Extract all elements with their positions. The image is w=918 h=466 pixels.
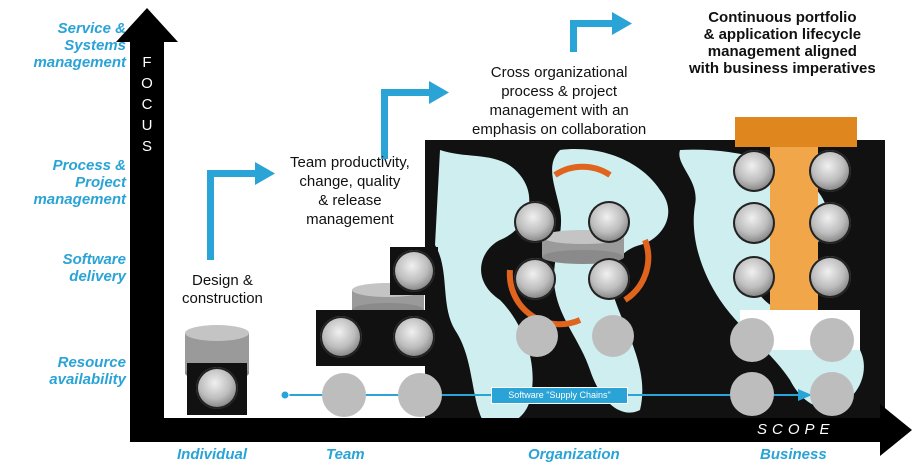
business-avatar <box>733 202 775 244</box>
focus-axis <box>116 8 178 440</box>
business-avatar <box>733 256 775 298</box>
focus-axis-title: FOCUS <box>141 54 153 155</box>
stage-organization: Cross organizational process & project m… <box>472 64 647 147</box>
scope-axis-title: SCOPE <box>757 421 835 438</box>
team-avatar <box>393 316 435 358</box>
business-avatar <box>809 202 851 244</box>
step-arrow-2 <box>381 81 449 159</box>
team-avatar <box>320 316 362 358</box>
step-arrow-3 <box>570 12 632 52</box>
x-level-organization: Organization <box>528 446 620 463</box>
x-level-team: Team <box>326 446 365 463</box>
team-avatar <box>393 250 435 292</box>
team-resource-node <box>322 373 366 417</box>
stage-team: Team productivity, change, quality & rel… <box>290 154 410 228</box>
organization-avatar <box>588 258 630 300</box>
business-avatar <box>809 150 851 192</box>
organization-resource-node <box>592 315 634 357</box>
business-resource-node <box>730 318 774 362</box>
team-resource-node <box>398 373 442 417</box>
organization-avatar <box>514 201 556 243</box>
business-avatar <box>809 256 851 298</box>
sync-cycle-arrows <box>506 163 652 328</box>
business-resource-node <box>810 318 854 362</box>
x-level-individual: Individual <box>177 446 248 463</box>
y-level-software-delivery: Software delivery <box>62 251 126 285</box>
stage-individual: Design & construction <box>182 272 263 307</box>
x-level-business: Business <box>760 446 827 463</box>
individual-avatar <box>196 367 238 409</box>
step-arrow-1 <box>207 162 275 260</box>
scope-axis <box>130 404 912 456</box>
supply-chain-label: Software "Supply Chains" <box>491 387 628 404</box>
organization-avatar <box>588 201 630 243</box>
business-resource-node <box>730 372 774 416</box>
y-level-service-systems: Service & Systems management <box>33 20 126 71</box>
organization-avatar <box>514 258 556 300</box>
stage-business: Continuous portfolio & application lifec… <box>689 9 876 77</box>
organization-resource-node <box>516 315 558 357</box>
business-avatar <box>733 150 775 192</box>
business-resource-node <box>810 372 854 416</box>
y-level-resource-availability: Resource availability <box>49 354 126 388</box>
y-level-process-project: Process & Project management <box>33 157 126 208</box>
